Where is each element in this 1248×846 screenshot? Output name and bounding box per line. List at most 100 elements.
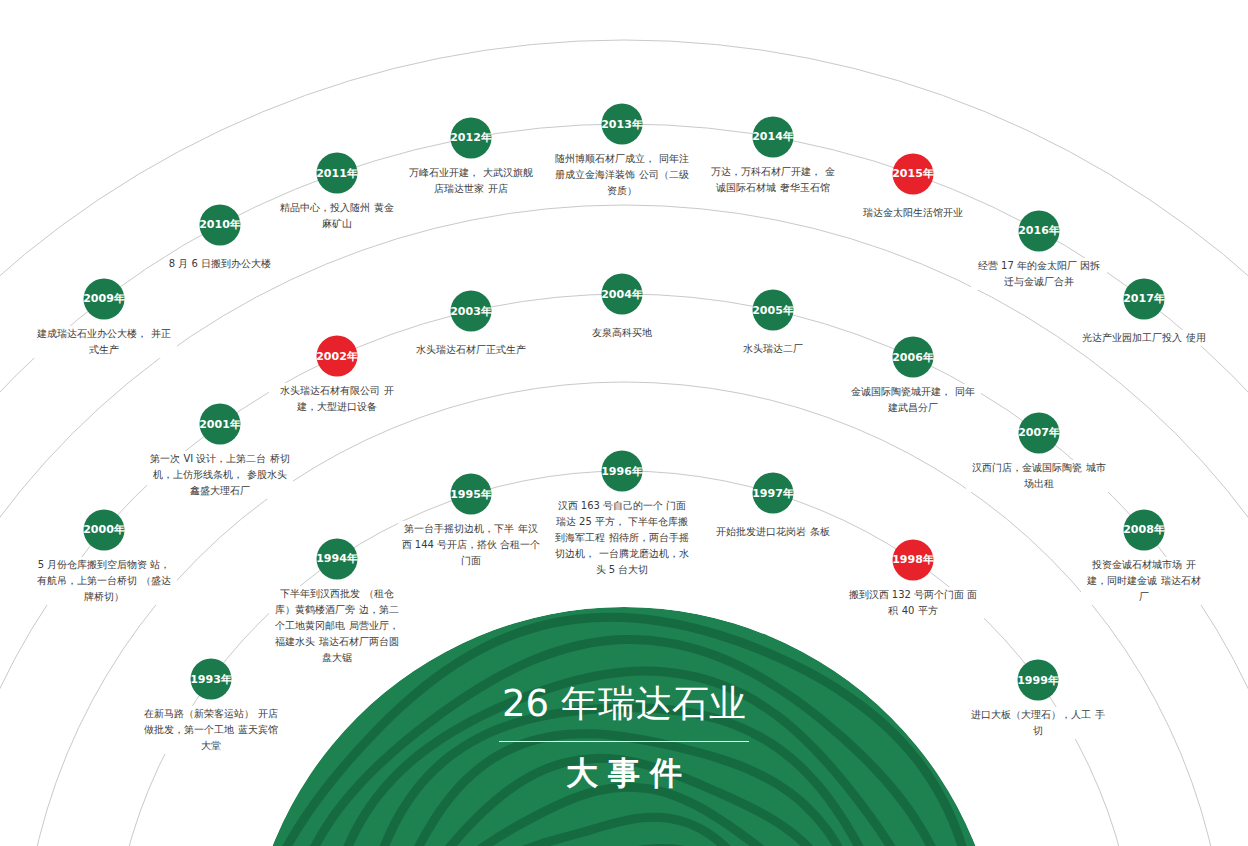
emblem-fill [246,607,1002,846]
year-dot: 2013年 [601,103,643,145]
year-dot: 2010年 [199,204,241,246]
year-dot: 1995年 [450,473,492,515]
event-description: 光达产业园加工厂投入 使用 [1079,330,1208,346]
event-description: 5 月份仓库搬到空后物资 站，有航吊，上第一台桥切 （盛达牌桥切） [31,557,177,605]
year-dot: 1997年 [752,472,794,514]
description-wrap: 万达，万科石材厂开建， 金诚国际石材城 奢华玉石馆 [701,164,845,196]
year-dot: 2000年 [83,509,125,551]
year-label: 1999年 [1017,673,1059,688]
year-node: 1996年汉西 163 号自己的一个 门面瑞达 25 平方， 下半年仓库搬到海军… [548,450,697,578]
year-dot: 2017年 [1123,278,1165,320]
year-dot: 2008年 [1123,509,1165,551]
year-label: 2002年 [316,349,358,364]
description-wrap: 经营 17 年的金太阳厂 因拆迁与金诚厂合并 [967,258,1111,290]
year-node: 2001年第一次 VI 设计，上第二台 桥切机，上仿形线条机， 参股水头鑫盛大理… [143,403,297,499]
event-description: 下半年到汉西批发 （租仓库）黄鹤楼酒厂旁 边，第二个工地黄冈邮电 局营业厅，福建… [269,586,405,666]
year-dot: 1996年 [601,450,643,492]
year-circle-fill [1019,412,1060,453]
emblem-shape [246,607,1002,846]
year-label: 2010年 [199,217,241,232]
event-description: 进口大板（大理石），人工 手切 [965,707,1111,739]
year-label: 2016年 [1018,223,1060,238]
ring-line [0,40,1248,846]
description-wrap: 第一台手摇切边机，下半 年汉西 144 号开店，搭伙 合租一个门面 [394,521,548,569]
year-dot: 2016年 [1018,210,1060,252]
description-wrap: 进口大板（大理石），人工 手切 [961,707,1115,739]
description-wrap: 5 月份仓库搬到空后物资 站，有航吊，上第一台桥切 （盛达牌桥切） [27,557,181,605]
year-label: 2000年 [83,522,125,537]
emblem-text: 26 年瑞达石业大事件 [246,679,1002,796]
year-circle-fill [893,539,934,580]
year-dot: 2007年 [1018,412,1060,454]
year-circle-fill [84,509,125,550]
event-description: 水头瑞达石材厂正式生产 [413,342,529,358]
year-circle-fill [602,104,643,145]
year-circle-fill [317,538,358,579]
description-wrap: 在新马路（新荣客运站） 开店做批发，第一个工地 蓝天宾馆大堂 [134,706,288,754]
year-circle-fill [753,290,794,331]
description-wrap: 水头瑞达石材厂正式生产 [389,338,553,358]
event-description: 在新马路（新荣客运站） 开店做批发，第一个工地 蓝天宾馆大堂 [138,706,284,754]
year-circle-fill [451,474,492,515]
year-node: 2017年光达产业园加工厂投入 使用 [1072,278,1216,346]
description-wrap: 水头瑞达石材有限公司 开建，大型进口设备 [265,383,409,415]
event-description: 第一台手摇切边机，下半 年汉西 144 号开店，搭伙 合租一个门面 [398,521,544,569]
event-description: 建成瑞达石业办公大楼， 并正式生产 [31,326,177,358]
year-node: 2011年精品中心，投入随州 黄金麻矿山 [270,152,404,232]
year-label: 1998年 [892,552,934,567]
year-label: 2005年 [752,303,794,318]
year-node: 2002年水头瑞达石材有限公司 开建，大型进口设备 [265,335,409,415]
year-dot: 2014年 [752,116,794,158]
divider-rule [499,741,749,742]
description-wrap: 第一次 VI 设计，上第二台 桥切机，上仿形线条机， 参股水头鑫盛大理石厂 [143,451,297,499]
event-description: 投资金诚石材城市场 开建，同时建金诚 瑞达石材厂 [1081,557,1207,605]
year-label: 1994年 [316,551,358,566]
description-wrap: 友泉高科买地 [555,321,689,341]
year-circle-fill [893,153,934,194]
year-node: 2009年建成瑞达石业办公大楼， 并正式生产 [27,278,181,358]
wood-ring [246,607,1002,846]
event-description: 经营 17 年的金太阳厂 因拆迁与金诚厂合并 [971,258,1107,290]
year-label: 2009年 [83,291,125,306]
description-wrap: 水头瑞达二厂 [706,337,840,357]
event-description: 瑞达金太阳生活馆开业 [860,205,966,221]
event-description: 金诚国际陶瓷城开建， 同年建武昌分厂 [845,384,981,416]
year-node: 2006年金诚国际陶瓷城开建， 同年建武昌分厂 [841,336,985,416]
ring-line [110,471,1138,846]
year-label: 2011年 [316,166,358,181]
year-label: 2012年 [450,130,492,145]
year-node: 2013年随州博顺石材厂成立， 同年注册成立金海洋装饰 公司（二级资质） [548,103,697,199]
year-circle-fill [191,659,232,700]
year-node: 2010年 8 月 6 日搬到办公大楼 [148,204,292,272]
year-dot: 1998年 [892,539,934,581]
event-description: 万峰石业开建， 大武汉旗舰店瑞达世家 开店 [403,165,539,197]
year-dot: 1993年 [190,658,232,700]
year-node: 1999年进口大板（大理石），人工 手切 [961,659,1115,739]
year-label: 1997年 [752,486,794,501]
center-emblem: 26 年瑞达石业大事件 [246,607,1002,846]
year-circle-fill [1018,660,1059,701]
year-dot: 2004年 [601,273,643,315]
year-dot: 2001年 [199,403,241,445]
year-circle-fill [317,153,358,194]
event-description: 友泉高科买地 [589,325,655,341]
description-wrap: 建成瑞达石业办公大楼， 并正式生产 [27,326,181,358]
wood-ring [371,734,877,846]
description-wrap: 金诚国际陶瓷城开建， 同年建武昌分厂 [841,384,985,416]
year-node: 2016年经营 17 年的金太阳厂 因拆迁与金诚厂合并 [967,210,1111,290]
event-description: 8 月 6 日搬到办公大楼 [166,256,274,272]
year-node: 1995年第一台手摇切边机，下半 年汉西 144 号开店，搭伙 合租一个门面 [394,473,548,569]
event-description: 汉西门店，金诚国际陶瓷 城市场出租 [966,460,1112,492]
year-node: 2015年瑞达金太阳生活馆开业 [841,153,985,221]
event-description: 水头瑞达二厂 [740,341,806,357]
year-node: 2004年友泉高科买地 [555,273,689,341]
description-wrap: 瑞达金太阳生活馆开业 [841,201,985,221]
year-dot: 2005年 [752,289,794,331]
year-node: 1998年搬到汉西 132 号两个门面 面积 40 平方 [839,539,988,619]
year-circle-fill [451,117,492,158]
year-circle-fill [1124,278,1165,319]
description-wrap: 光达产业园加工厂投入 使用 [1072,326,1216,346]
description-wrap: 汉西门店，金诚国际陶瓷 城市场出租 [962,460,1116,492]
year-dot: 2009年 [83,278,125,320]
